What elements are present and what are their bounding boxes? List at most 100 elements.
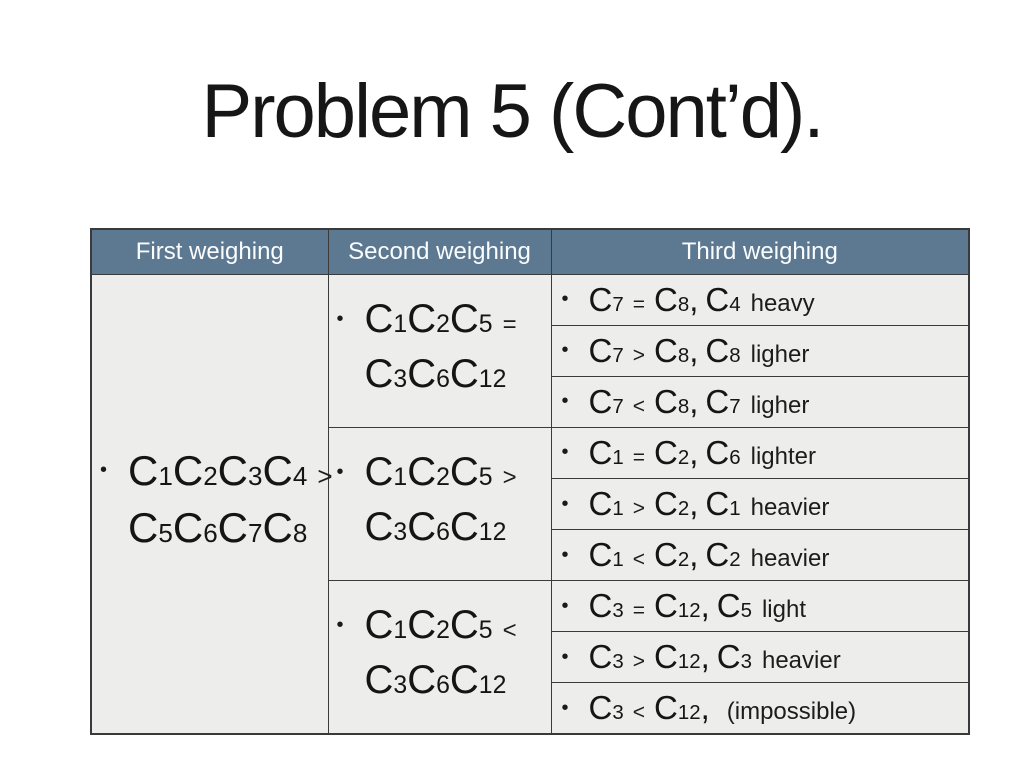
formula-line: C3C6C12 <box>365 504 519 559</box>
chem-subscript: 7 <box>729 394 741 418</box>
chem-token: C6 <box>407 505 450 549</box>
chem-subscript: 2 <box>436 617 450 645</box>
chem-token: C6 <box>407 658 450 703</box>
result-word: heavier <box>761 647 841 675</box>
chem-subscript: 2 <box>729 548 741 572</box>
comma: , <box>689 433 699 471</box>
chem-subscript: 3 <box>740 650 752 674</box>
chem-token: C5 <box>449 603 493 648</box>
chem-subscript: 1 <box>612 445 624 469</box>
comma: , <box>689 485 699 522</box>
second-weighing-cell-1: • C1C2C5=C3C6C12 <box>327 273 552 428</box>
comma: , <box>689 331 699 369</box>
chem-subscript: 5 <box>478 617 493 645</box>
bullet-marker: • <box>561 339 569 362</box>
chem-token: C5 <box>449 296 493 341</box>
chem-subscript: 1 <box>729 497 741 520</box>
chem-token: C1 <box>705 485 741 522</box>
chem-subscript: 3 <box>393 365 408 393</box>
chem-token: C7 <box>588 280 624 318</box>
chem-subscript: 5 <box>478 464 493 491</box>
chem-subscript: 2 <box>677 548 690 572</box>
chem-token: C12 <box>654 638 701 676</box>
result-word: heavy <box>750 289 815 317</box>
chem-token: C2 <box>705 536 741 574</box>
chem-token: C2 <box>407 603 450 648</box>
header-third-weighing: Third weighing <box>550 228 970 275</box>
result-word: light <box>761 596 806 624</box>
chem-subscript: 3 <box>612 599 624 623</box>
chem-token: C12 <box>654 689 701 727</box>
chem-subscript: 8 <box>292 517 308 548</box>
chem-subscript: 8 <box>677 394 690 418</box>
result-word: heavier <box>750 494 830 521</box>
bullet-marker: • <box>336 461 344 483</box>
chem-subscript: 12 <box>677 650 701 674</box>
bullet-marker: • <box>336 614 344 637</box>
comparison-operator: > <box>632 343 645 367</box>
header-first-weighing: First weighing <box>90 228 329 275</box>
formula-line: C3C6C12 <box>365 351 519 406</box>
comparison-operator: = <box>632 599 645 623</box>
comma: , <box>689 382 699 420</box>
chem-subscript: 5 <box>158 517 173 548</box>
table-row: • C3<C12,(impossible) <box>91 682 970 735</box>
chem-subscript: 3 <box>248 460 263 491</box>
chem-token: C1 <box>364 603 408 648</box>
comparison-operator: < <box>502 617 517 645</box>
chem-subscript: 3 <box>393 519 408 546</box>
second-weighing-text-1: C1C2C5=C3C6C12 <box>365 296 519 406</box>
chem-token: C7 <box>588 331 624 369</box>
chem-subscript: 8 <box>677 343 690 367</box>
chem-token: C1 <box>588 433 624 471</box>
comparison-operator: < <box>632 548 645 572</box>
chem-token: C8 <box>262 503 308 551</box>
formula-line: C1C2C3C4> <box>128 447 335 504</box>
formula-line: C5C6C7C8 <box>128 504 335 561</box>
chem-token: C2 <box>407 296 450 341</box>
chem-token: C1 <box>128 446 173 494</box>
comma: , <box>700 638 710 676</box>
chem-subscript: 2 <box>677 445 690 469</box>
comparison-operator: > <box>632 650 645 674</box>
chem-subscript: 2 <box>436 464 450 491</box>
second-weighing-text-2: C1C2C5>C3C6C12 <box>365 449 519 559</box>
chem-subscript: 2 <box>436 310 450 338</box>
formula-line: C3C6C12 <box>365 657 519 712</box>
chem-subscript: 6 <box>729 445 741 469</box>
chem-token: C6 <box>407 351 450 396</box>
second-weighing-text-3: C1C2C5 < C3C6C12 <box>365 602 519 712</box>
chem-subscript: 3 <box>393 672 408 700</box>
chem-token: C7 <box>705 382 741 420</box>
bullet-marker: • <box>561 696 569 719</box>
chem-token: C1 <box>364 296 408 341</box>
comma: , <box>689 280 699 318</box>
chem-token: C12 <box>449 505 507 549</box>
bullet-marker: • <box>561 441 569 464</box>
comparison-operator: < <box>632 701 645 725</box>
chem-subscript: 8 <box>677 292 690 316</box>
bullet-marker: • <box>561 390 569 413</box>
result-word: heavier <box>750 545 830 573</box>
chem-subscript: 2 <box>203 460 218 491</box>
chem-subscript: 1 <box>612 548 624 572</box>
chem-token: C12 <box>449 351 507 396</box>
chem-token: C2 <box>654 536 690 574</box>
bullet-marker: • <box>561 594 569 617</box>
chem-subscript: 12 <box>478 519 507 546</box>
chem-subscript: 8 <box>729 343 741 367</box>
